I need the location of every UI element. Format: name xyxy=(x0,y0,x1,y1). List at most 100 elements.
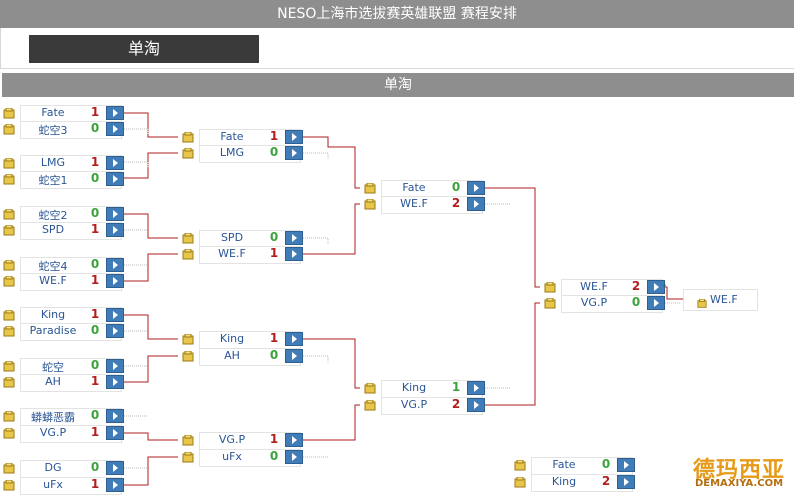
play-icon[interactable] xyxy=(106,274,124,288)
section-title: 单淘 xyxy=(2,73,794,97)
team-score: 0 xyxy=(451,180,461,194)
trophy-icon xyxy=(181,129,195,143)
team-score: 0 xyxy=(90,171,100,185)
trophy-icon xyxy=(2,105,16,119)
bracket-slot: King 1 xyxy=(2,307,140,325)
bracket-slot: 蟒蟒恶霸 0 xyxy=(2,408,140,426)
team-name: LMG xyxy=(219,146,245,159)
trophy-icon xyxy=(181,449,195,463)
bracket-slot: 蛇空 0 xyxy=(2,358,140,376)
team-name: LMG xyxy=(40,156,66,169)
trophy-icon xyxy=(2,171,16,185)
play-icon[interactable] xyxy=(285,247,303,261)
play-icon[interactable] xyxy=(106,426,124,440)
play-icon[interactable] xyxy=(106,223,124,237)
team-name: King xyxy=(551,475,577,488)
bracket-slot: WE.F 1 xyxy=(181,246,319,264)
team-name: SPD xyxy=(41,223,65,236)
play-icon[interactable] xyxy=(106,106,124,120)
team-name: SPD xyxy=(220,231,244,244)
bracket-slot: VG.P 1 xyxy=(181,432,319,450)
bracket-slot: Fate 1 xyxy=(181,129,319,147)
team-name: VG.P xyxy=(400,398,428,411)
bracket-slot: SPD 0 xyxy=(181,230,319,248)
play-icon[interactable] xyxy=(285,450,303,464)
bracket-slot: VG.P 1 xyxy=(2,425,140,443)
play-icon[interactable] xyxy=(106,359,124,373)
play-icon[interactable] xyxy=(285,231,303,245)
play-icon[interactable] xyxy=(106,478,124,492)
play-icon[interactable] xyxy=(106,461,124,475)
trophy-icon xyxy=(181,145,195,159)
trophy-icon xyxy=(2,425,16,439)
team-score: 1 xyxy=(269,432,279,446)
play-icon[interactable] xyxy=(617,458,635,472)
play-icon[interactable] xyxy=(285,433,303,447)
bracket-slot: 蛇空4 0 xyxy=(2,257,140,275)
trophy-icon xyxy=(2,121,16,135)
bracket-slot: SPD 1 xyxy=(2,222,140,240)
team-score: 0 xyxy=(269,449,279,463)
play-icon[interactable] xyxy=(467,398,485,412)
trophy-icon xyxy=(2,477,16,491)
play-icon[interactable] xyxy=(106,375,124,389)
team-name: Fate xyxy=(402,181,426,194)
play-icon[interactable] xyxy=(285,146,303,160)
team-score: 1 xyxy=(451,380,461,394)
page-title: NESO上海市选拔赛英雄联盟 赛程安排 xyxy=(0,0,794,28)
tab-single-elimination[interactable]: 单淘 xyxy=(29,35,259,63)
play-icon[interactable] xyxy=(106,409,124,423)
play-icon[interactable] xyxy=(285,332,303,346)
team-name: VG.P xyxy=(580,296,608,309)
bracket-slot: 蛇空1 0 xyxy=(2,171,140,189)
trophy-icon xyxy=(181,246,195,260)
play-icon[interactable] xyxy=(285,130,303,144)
team-score: 0 xyxy=(90,206,100,220)
team-score: 0 xyxy=(90,121,100,135)
team-name: WE.F xyxy=(218,247,246,260)
play-icon[interactable] xyxy=(285,349,303,363)
trophy-icon xyxy=(363,397,377,411)
trophy-icon xyxy=(2,374,16,388)
play-icon[interactable] xyxy=(647,280,665,294)
trophy-icon xyxy=(696,294,708,308)
play-icon[interactable] xyxy=(106,258,124,272)
trophy-icon xyxy=(181,331,195,345)
team-name: 蛇空2 xyxy=(38,209,68,222)
team-score: 0 xyxy=(269,230,279,244)
trophy-icon xyxy=(181,230,195,244)
play-icon[interactable] xyxy=(106,122,124,136)
team-score: 0 xyxy=(90,358,100,372)
play-icon[interactable] xyxy=(467,197,485,211)
trophy-icon xyxy=(2,257,16,271)
bracket-slot: King 1 xyxy=(363,380,501,398)
bracket-slot: Paradise 0 xyxy=(2,323,140,341)
bracket-slot: 蛇空2 0 xyxy=(2,206,140,224)
play-icon[interactable] xyxy=(106,308,124,322)
trophy-icon xyxy=(513,457,527,471)
trophy-icon xyxy=(363,180,377,194)
team-score: 1 xyxy=(269,246,279,260)
team-score: 1 xyxy=(90,425,100,439)
bracket-slot: DG 0 xyxy=(2,460,140,478)
play-icon[interactable] xyxy=(106,172,124,186)
bracket-slot: AH 1 xyxy=(2,374,140,392)
bracket-slot: Fate 0 xyxy=(513,457,651,475)
play-icon[interactable] xyxy=(106,324,124,338)
play-icon[interactable] xyxy=(106,207,124,221)
team-name: WE.F xyxy=(580,280,608,293)
play-icon[interactable] xyxy=(467,381,485,395)
team-score: 0 xyxy=(90,257,100,271)
trophy-icon xyxy=(2,323,16,337)
trophy-icon xyxy=(543,279,557,293)
bracket-slot: King 1 xyxy=(181,331,319,349)
play-icon[interactable] xyxy=(617,475,635,489)
team-name: Paradise xyxy=(29,324,77,337)
trophy-icon xyxy=(2,273,16,287)
play-icon[interactable] xyxy=(106,156,124,170)
team-name: VG.P xyxy=(218,433,246,446)
team-score: 1 xyxy=(90,273,100,287)
play-icon[interactable] xyxy=(647,296,665,310)
play-icon[interactable] xyxy=(467,181,485,195)
